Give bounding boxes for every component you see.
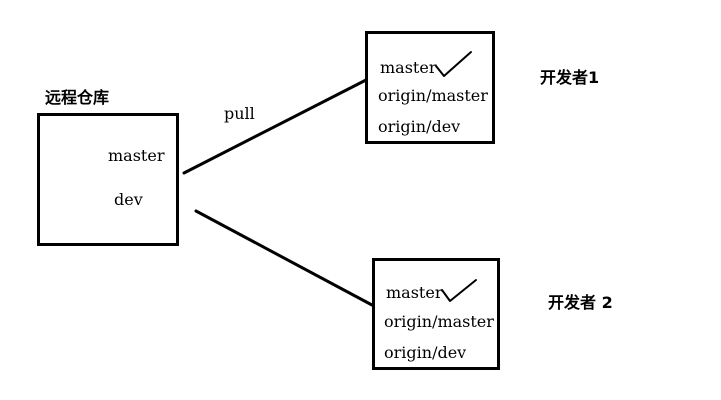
developer2-branch-master: master	[386, 283, 443, 302]
pull-label: pull	[224, 104, 255, 123]
developer2-branch-origin-dev: origin/dev	[384, 343, 467, 362]
developer1-branch-master: master	[380, 58, 437, 77]
remote-branch-dev: dev	[114, 190, 143, 209]
developer2-branch-origin-master: origin/master	[384, 312, 494, 331]
remote-repo-title: 远程仓库	[45, 88, 110, 107]
remote-branch-master: master	[108, 146, 165, 165]
remote-repo-box	[37, 113, 179, 246]
developer1-title: 开发者1	[540, 68, 600, 87]
developer1-branch-origin-master: origin/master	[378, 86, 488, 105]
pull-line-dev1	[182, 78, 368, 175]
developer2-box	[372, 258, 500, 370]
developer2-title: 开发者 2	[548, 293, 613, 312]
pull-line-dev2	[194, 209, 374, 307]
developer1-box	[365, 31, 495, 144]
developer1-branch-origin-dev: origin/dev	[378, 117, 461, 136]
